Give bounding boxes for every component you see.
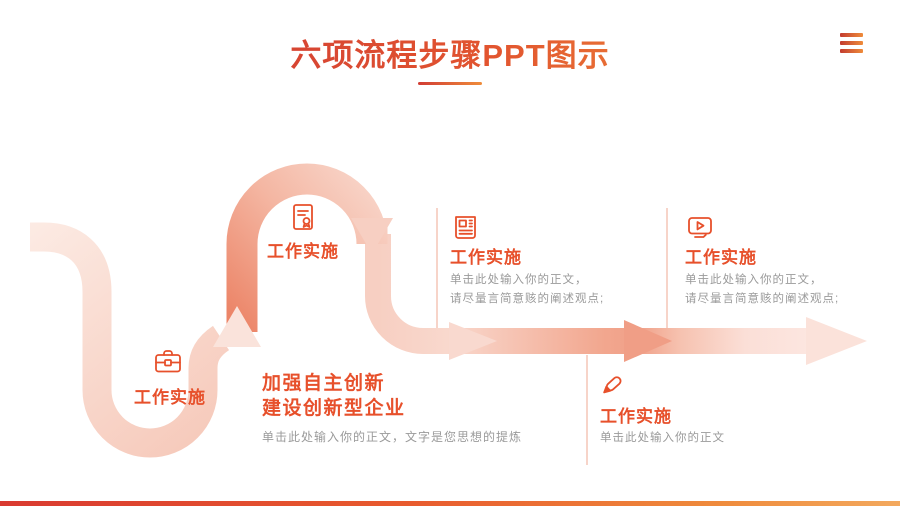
video-player-icon bbox=[684, 211, 716, 243]
section-dividers bbox=[436, 208, 668, 465]
step-3-headline-line2: 建设创新型企业 bbox=[262, 398, 406, 419]
step-4-title: 工作实施 bbox=[450, 248, 522, 267]
step-5-body: 单击此处输入你的正文， 请尽量言简意赅的阐述观点; bbox=[685, 271, 839, 308]
step-5-body-line2: 请尽量言简意赅的阐述观点; bbox=[685, 292, 840, 305]
step-5-body-line1: 单击此处输入你的正文， bbox=[685, 274, 823, 286]
page-title: 六项流程步骤PPT图示 bbox=[0, 30, 900, 75]
newspaper-icon bbox=[449, 211, 481, 243]
step-4-body-line2: 请尽量言简意赅的阐述观点; bbox=[450, 292, 605, 305]
briefcase-icon bbox=[152, 346, 184, 378]
step-4-body-line1: 单击此处输入你的正文， bbox=[450, 274, 588, 286]
bottom-accent-bar bbox=[0, 501, 900, 506]
ribbon-horizontal-band bbox=[365, 234, 810, 354]
hamburger-bar bbox=[840, 49, 863, 53]
step-6-body: 单击此处输入你的正文 bbox=[600, 432, 725, 444]
step-1-title: 工作实施 bbox=[134, 388, 206, 407]
ribbon-s-curve bbox=[30, 222, 230, 458]
step-6-title: 工作实施 bbox=[600, 407, 672, 426]
step-3-body: 单击此处输入你的正文，文字是您思想的提炼 bbox=[262, 430, 523, 444]
arrow-right-icon bbox=[624, 320, 672, 362]
arrow-right-icon bbox=[806, 317, 867, 365]
certificate-document-icon bbox=[287, 201, 319, 233]
hamburger-menu-icon[interactable] bbox=[840, 33, 863, 57]
pen-icon bbox=[596, 369, 628, 401]
arrow-up-icon bbox=[213, 306, 261, 347]
step-3-headline-line1: 加强自主创新 bbox=[262, 373, 386, 394]
step-5-title: 工作实施 bbox=[685, 248, 757, 267]
step-4-body: 单击此处输入你的正文， 请尽量言简意赅的阐述观点; bbox=[450, 271, 604, 308]
hamburger-bar bbox=[840, 33, 863, 37]
step-2-title: 工作实施 bbox=[267, 242, 339, 261]
title-underline bbox=[418, 82, 482, 85]
step-3-headline: 加强自主创新 建设创新型企业 bbox=[262, 371, 406, 421]
arrow-right-icon bbox=[449, 322, 497, 360]
arrow-down-icon bbox=[351, 218, 393, 254]
hamburger-bar bbox=[840, 41, 863, 45]
